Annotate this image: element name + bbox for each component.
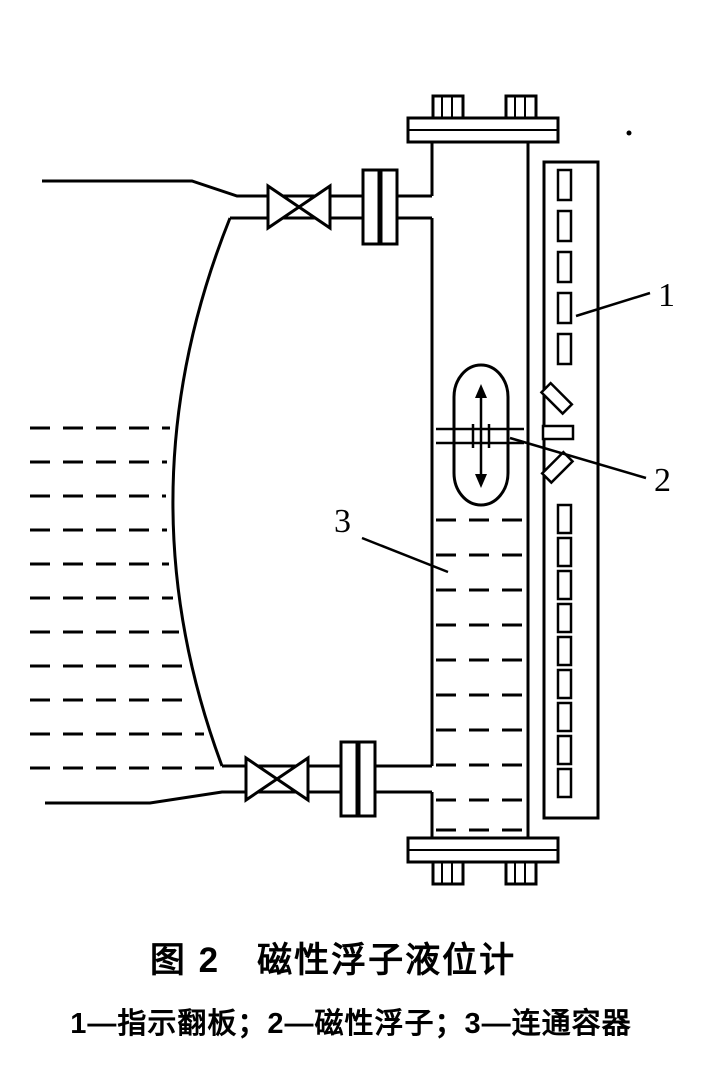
stray-dot: [626, 130, 632, 136]
figure-legend: 1—指示翻板；2—磁性浮子；3—连通容器: [70, 1006, 631, 1040]
flange-bolt: [504, 94, 538, 120]
indicator-flap: [556, 332, 573, 366]
callout-2-leader: [509, 436, 647, 480]
indicator-flap: [556, 668, 573, 700]
top-pipe-group: [230, 168, 432, 246]
indicator-flap: [556, 209, 573, 243]
bolt-body: [504, 860, 538, 886]
valve-triangle: [296, 183, 332, 231]
indicator-flap: [556, 250, 573, 284]
tank-group: [42, 179, 432, 805]
magnet-axis-arrow-up: [475, 384, 487, 398]
callout-3-leader: [361, 536, 449, 574]
valve-triangle: [266, 183, 302, 231]
magnet-axis-arrow-down: [475, 474, 487, 488]
gauge-tube-group: [406, 94, 560, 886]
indicator-flap: [556, 291, 573, 325]
flange-bolt: [431, 860, 465, 886]
bottom-valve-icon: [244, 755, 310, 803]
flange-disc: [339, 740, 359, 818]
indicator-flap: [556, 701, 573, 733]
tube-liquid-dashes: [436, 518, 524, 832]
flipped-flap: [540, 450, 575, 485]
bottom-pipe-flange: [339, 740, 377, 818]
bolt-body: [431, 860, 465, 886]
flipped-flap: [541, 424, 575, 441]
bolt-body: [504, 94, 538, 120]
flange-disc: [379, 168, 399, 246]
callout-2-label: 2: [654, 462, 671, 499]
indicator-flap: [556, 602, 573, 634]
magnetic-float: [436, 363, 524, 507]
top-flange: [406, 94, 560, 144]
callouts-group: 1 2 3: [334, 277, 675, 574]
indicator-flap: [556, 168, 573, 202]
tank-top-edge: [42, 179, 432, 198]
flange-disc: [361, 168, 381, 246]
indicator-flap: [556, 569, 573, 601]
valve-triangle: [244, 755, 280, 803]
bottom-pipe-group: [222, 740, 432, 818]
top-pipe-flange: [361, 168, 399, 246]
tank-liquid-dashes: [30, 426, 214, 770]
bolt-body: [431, 94, 465, 120]
float-magnet-pin: [471, 384, 491, 488]
indicator-panel: [539, 160, 600, 820]
figure-caption: 图 2 磁性浮子液位计: [150, 941, 516, 980]
flange-bolt: [431, 94, 465, 120]
top-valve-icon: [266, 183, 332, 231]
indicator-flap: [556, 536, 573, 568]
valve-triangle: [274, 755, 310, 803]
tank-wall-curve: [171, 217, 232, 767]
bottom-flange: [406, 836, 560, 886]
indicator-flap: [556, 734, 573, 766]
flange-bolt: [504, 860, 538, 886]
tank-bottom-edge: [45, 790, 432, 805]
callout-1-label: 1: [658, 277, 675, 314]
flange-disc: [357, 740, 377, 818]
indicator-flap: [556, 503, 573, 535]
callout-3-label: 3: [334, 503, 351, 540]
indicator-flap: [556, 635, 573, 667]
callout-1-leader: [575, 291, 651, 318]
flipped-flap: [539, 381, 574, 416]
indicator-flap: [556, 767, 573, 799]
